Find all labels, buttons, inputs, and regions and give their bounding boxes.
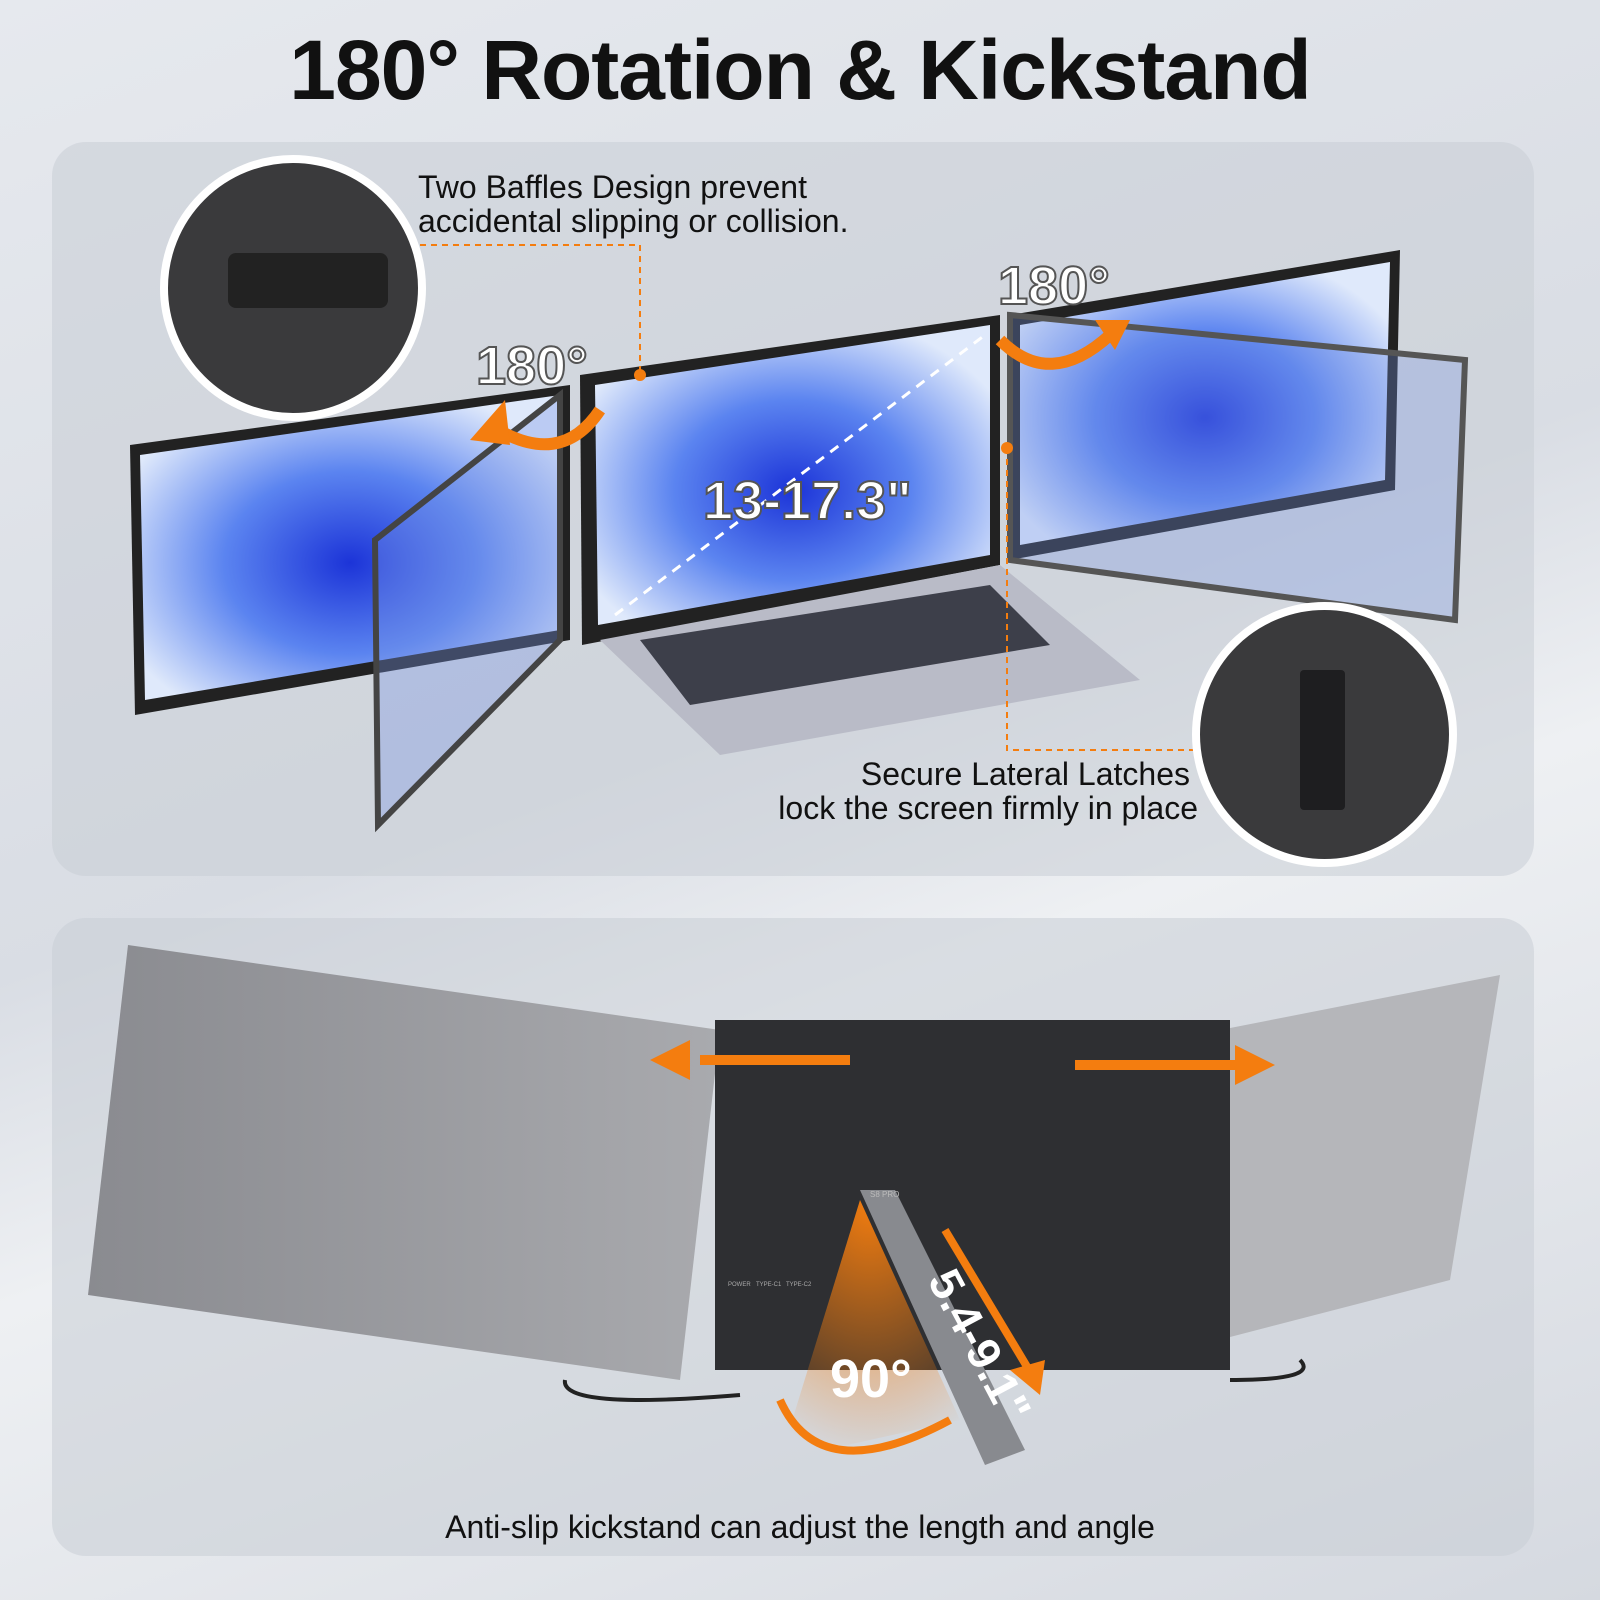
kickstand-angle-label: 90°	[830, 1349, 912, 1409]
baffles-description-1: Two Baffles Design prevent	[418, 169, 807, 205]
kickstand	[860, 1190, 1025, 1465]
left-screen-back	[88, 945, 720, 1380]
diagonal-dimension-line	[614, 333, 986, 617]
latch-closeup	[1192, 602, 1457, 867]
expand-arrow-left-icon	[650, 1040, 690, 1080]
angle-arc-icon	[776, 1398, 952, 1455]
monitor-back-housing	[715, 1020, 1230, 1370]
screen-size-label: 13-17.3"	[702, 470, 913, 532]
kickstand-caption: Anti-slip kickstand can adjust the lengt…	[445, 1509, 1155, 1545]
page-title: 180° Rotation & Kickstand	[289, 23, 1311, 117]
length-arrow	[941, 1227, 1039, 1383]
port-power: POWER	[728, 1282, 751, 1288]
expand-arrow-right-icon	[1235, 1045, 1275, 1085]
right-screen-rotated	[1007, 311, 1469, 624]
latch-callout-line	[1006, 448, 1195, 751]
kickstand-angle-fill	[780, 1200, 960, 1460]
baffle-closeup	[160, 155, 426, 421]
latches-description-1: Secure Lateral Latches	[860, 756, 1190, 792]
port-type-c1: TYPE-C1	[756, 1282, 782, 1288]
latches-description-2: lock the screen firmly in place	[778, 790, 1198, 826]
rotation-left-label: 180°	[475, 335, 589, 397]
model-label: S8 PRO	[870, 1190, 900, 1199]
baffles-description-2: accidental slipping or collision.	[418, 203, 849, 239]
port-type-c2: TYPE-C2	[786, 1282, 812, 1288]
rotate-arrow-right-icon	[995, 330, 1115, 370]
baffle-callout-line	[420, 244, 641, 375]
rotation-right-label: 180°	[997, 255, 1111, 317]
